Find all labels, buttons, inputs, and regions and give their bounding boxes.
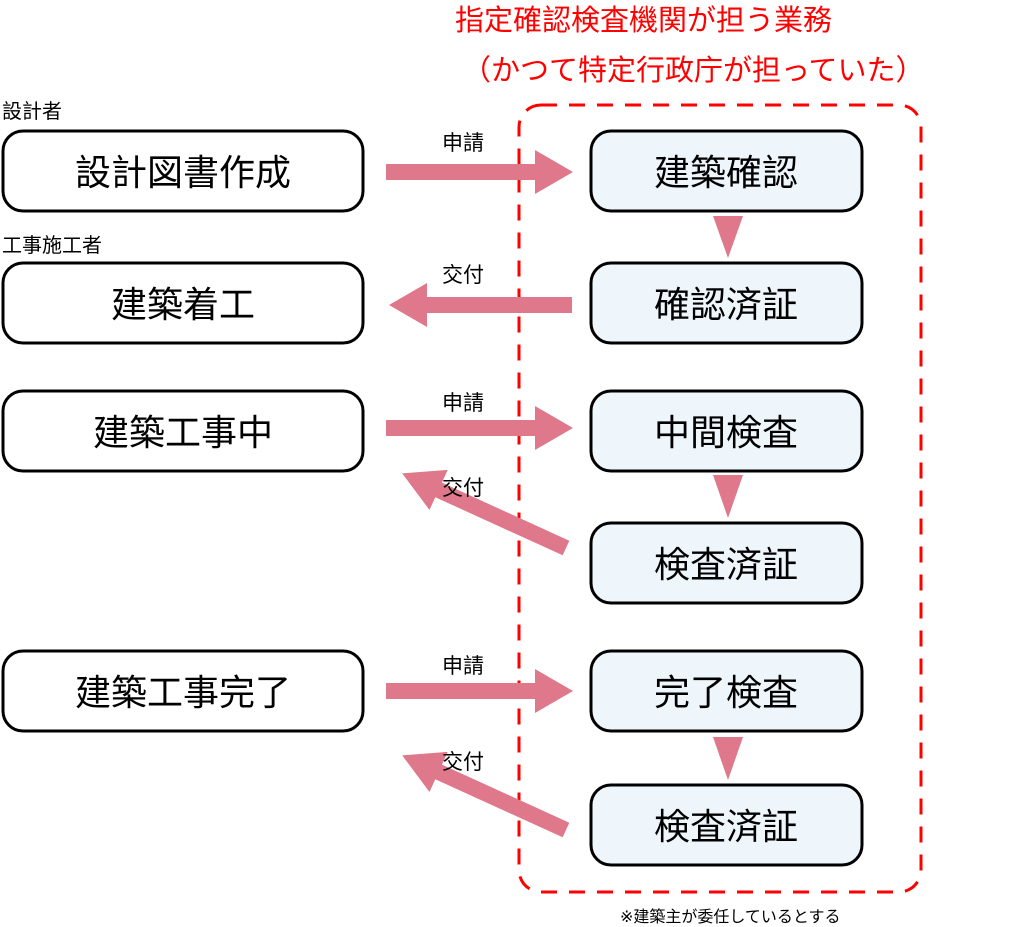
apply-label-1: 申請	[442, 131, 484, 155]
box-frame	[1, 649, 365, 733]
title-line-2: （かつて特定行政庁が担っていた）	[462, 53, 925, 87]
right-box-inspection-certificate-1: 検査済証	[589, 521, 864, 605]
box-frame	[589, 649, 864, 733]
box-frame	[1, 129, 365, 213]
down-arrow-3	[713, 737, 743, 780]
box-frame	[1, 261, 365, 345]
issue-arrow-2	[402, 469, 570, 556]
right-box-confirmation-certificate: 確認済証	[589, 261, 864, 345]
box-label: 設計図書作成	[75, 153, 291, 194]
agency-responsibility-region	[517, 103, 923, 894]
box-frame	[1, 389, 365, 473]
box-label: 完了検査	[654, 673, 798, 714]
box-label: 建築確認	[654, 153, 798, 194]
issue-label-3: 交付	[442, 750, 484, 774]
box-frame	[589, 783, 864, 867]
right-box-completion-inspection: 完了検査	[589, 649, 864, 733]
down-arrow-1	[713, 216, 743, 258]
left-box-construction-complete: 建築工事完了	[1, 649, 365, 733]
box-frame	[589, 389, 864, 473]
right-box-inspection-certificate-2: 検査済証	[589, 783, 864, 867]
issue-arrow-3	[402, 751, 570, 838]
role-label-designer: 設計者	[2, 99, 62, 123]
box-label: 建築工事完了	[75, 673, 291, 714]
box-frame	[589, 261, 864, 345]
box-label: 検査済証	[654, 545, 798, 586]
issue-label-1: 交付	[442, 263, 484, 287]
left-box-construction-start: 建築着工	[1, 261, 365, 345]
apply-label-2: 申請	[442, 391, 484, 415]
arrow-shape	[402, 469, 570, 556]
right-box-interim-inspection: 中間検査	[589, 389, 864, 473]
issue-label-2: 交付	[442, 476, 484, 500]
down-arrow-2	[713, 475, 743, 518]
box-label: 確認済証	[654, 285, 798, 326]
title-line-1: 指定確認検査機関が担う業務	[455, 3, 832, 37]
box-label: 中間検査	[654, 413, 798, 454]
apply-arrow-2	[386, 406, 573, 450]
apply-arrow-3	[386, 669, 573, 713]
apply-label-3: 申請	[442, 654, 484, 678]
apply-arrow-1	[386, 150, 573, 194]
box-frame	[589, 521, 864, 605]
arrow-shape	[402, 751, 570, 838]
left-box-design-documents: 設計図書作成	[1, 129, 365, 213]
box-label: 建築着工	[111, 285, 255, 326]
left-box-under-construction: 建築工事中	[1, 389, 365, 473]
box-frame	[589, 129, 864, 213]
box-label: 建築工事中	[93, 413, 273, 454]
footnote: ※建築主が委任しているとする	[620, 907, 840, 926]
box-label: 検査済証	[654, 807, 798, 848]
issue-arrow-1	[389, 283, 572, 327]
right-box-building-confirmation: 建築確認	[589, 129, 864, 213]
role-label-contractor: 工事施工者	[2, 233, 102, 257]
